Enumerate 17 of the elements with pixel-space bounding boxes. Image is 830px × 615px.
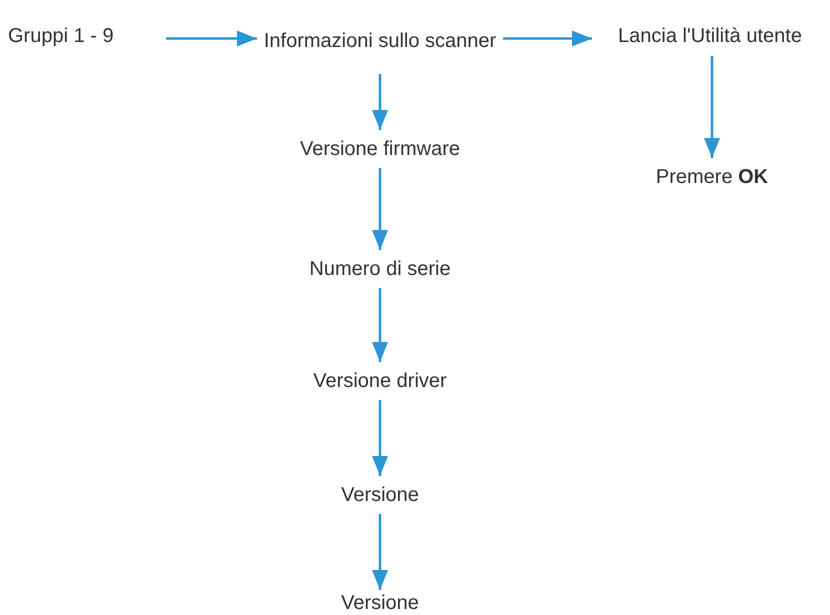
- step-label: Versione: [341, 483, 419, 507]
- arrow: [503, 30, 592, 46]
- step-label: Lancia l'Utilità utente: [618, 24, 802, 48]
- arrow: [372, 74, 388, 130]
- arrow: [166, 30, 257, 46]
- step-label: Gruppi 1 - 9: [8, 24, 114, 48]
- step-label: Versione firmware: [300, 137, 460, 161]
- arrow: [372, 514, 388, 590]
- arrow: [372, 288, 388, 362]
- step-label: Premere OK: [656, 165, 768, 189]
- step-label: Numero di serie: [309, 257, 451, 281]
- arrow: [372, 400, 388, 476]
- step-label: Versione: [341, 590, 419, 614]
- step-label: Informazioni sullo scanner: [264, 29, 496, 53]
- step-label: Versione driver: [313, 369, 447, 393]
- arrow: [704, 56, 720, 158]
- arrow: [372, 168, 388, 250]
